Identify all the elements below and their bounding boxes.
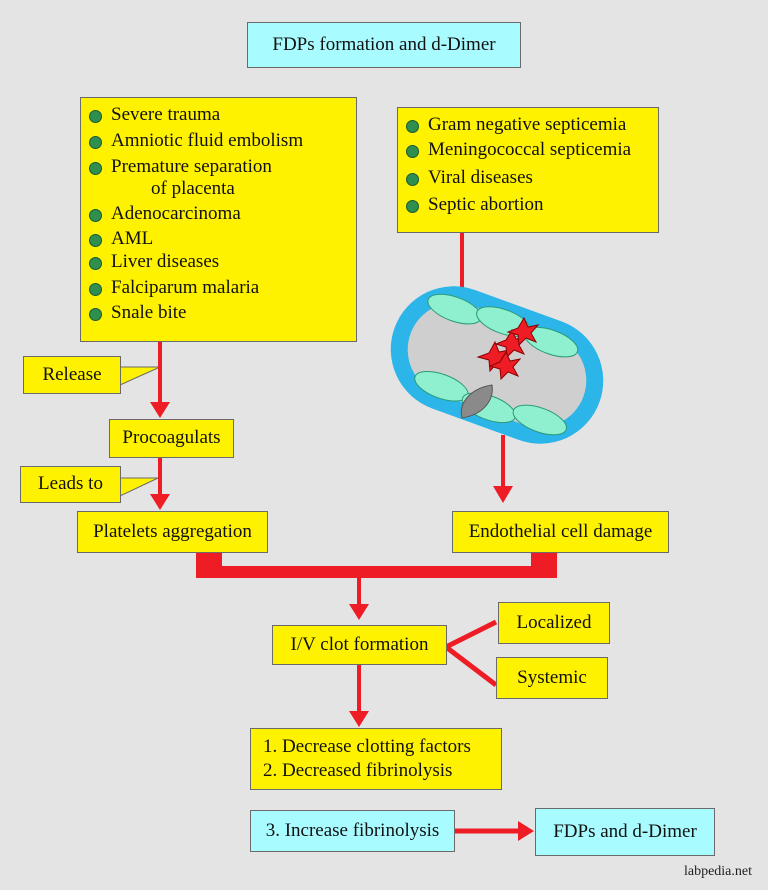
bullet-icon xyxy=(406,144,419,158)
endothelial-damage-box: Endothelial cell damage xyxy=(452,511,669,553)
bullet-icon xyxy=(89,308,102,322)
bullet-icon xyxy=(89,209,102,223)
right-causes-list: Gram negative septicemia Meningococcal s… xyxy=(404,114,652,217)
release-callout-tail xyxy=(119,366,161,386)
platelet-star xyxy=(488,350,522,381)
outcome-item: 2. Decreased fibrinolysis xyxy=(263,760,453,781)
bullet-icon xyxy=(406,172,419,186)
localized-box: Localized xyxy=(498,602,610,644)
arrow-fibrinolysis-to-fdp xyxy=(455,821,534,841)
bullet-icon xyxy=(89,256,102,270)
damaged-cell xyxy=(460,384,493,419)
leads-to-callout-tail xyxy=(119,477,159,497)
merge-bracket xyxy=(196,552,557,620)
leads-to-callout: Leads to xyxy=(20,466,121,503)
outcome-item: 1. Decrease clotting factors xyxy=(263,736,471,758)
title-text: FDPs formation and d-Dimer xyxy=(272,33,496,55)
endothelial-cell xyxy=(512,404,567,436)
cause-item: Severe trauma xyxy=(87,104,350,127)
arrow-vessel-to-endothelial xyxy=(493,435,513,503)
cause-item: Meningococcal septicemia xyxy=(404,139,652,162)
left-causes-list: Severe trauma Amniotic fluid embolism Pr… xyxy=(87,104,350,325)
bullet-icon xyxy=(89,161,102,175)
bullet-icon xyxy=(89,282,102,296)
cause-item: Septic abortion xyxy=(404,194,652,217)
platelets-aggregation-box: Platelets aggregation xyxy=(77,511,268,553)
bullet-icon xyxy=(89,110,102,123)
fork-localized-systemic xyxy=(444,619,498,687)
cause-item: Gram negative septicemia xyxy=(404,114,652,137)
outcomes-box: 1. Decrease clotting factors 2. Decrease… xyxy=(250,728,502,790)
cause-item: Adenocarcinoma xyxy=(87,203,350,226)
clot-formation-box: I/V clot formation xyxy=(272,625,447,665)
procoagulants-box: Procoagulats xyxy=(109,419,234,458)
right-causes-box: Gram negative septicemia Meningococcal s… xyxy=(397,107,659,233)
left-causes-box: Severe trauma Amniotic fluid embolism Pr… xyxy=(80,97,357,342)
fibrinolysis-box: 3. Increase fibrinolysis xyxy=(250,810,455,852)
cause-item: Snale bite xyxy=(87,302,350,325)
arrow-left-to-procoagulants xyxy=(150,341,170,418)
diagram-title: FDPs formation and d-Dimer xyxy=(247,22,521,68)
bullet-icon xyxy=(89,233,102,247)
platelet-cluster xyxy=(476,316,540,381)
systemic-box: Systemic xyxy=(496,657,608,699)
cause-item: Amniotic fluid embolism xyxy=(87,130,350,153)
arrow-clot-to-outcomes xyxy=(349,665,369,727)
fdp-box: FDPs and d-Dimer xyxy=(535,808,715,856)
cause-item: Liver diseases xyxy=(87,251,350,274)
release-callout: Release xyxy=(23,356,121,394)
arrow-procoagulants-to-platelets xyxy=(150,458,170,510)
bullet-icon xyxy=(89,135,102,149)
platelet-star xyxy=(506,316,540,347)
bullet-icon xyxy=(406,120,419,133)
cause-item: AML xyxy=(87,228,350,251)
watermark: labpedia.net xyxy=(683,864,752,879)
cause-item: Viral diseases xyxy=(404,167,652,190)
bullet-icon xyxy=(406,200,419,214)
cause-item: Falciparum malaria xyxy=(87,277,350,300)
